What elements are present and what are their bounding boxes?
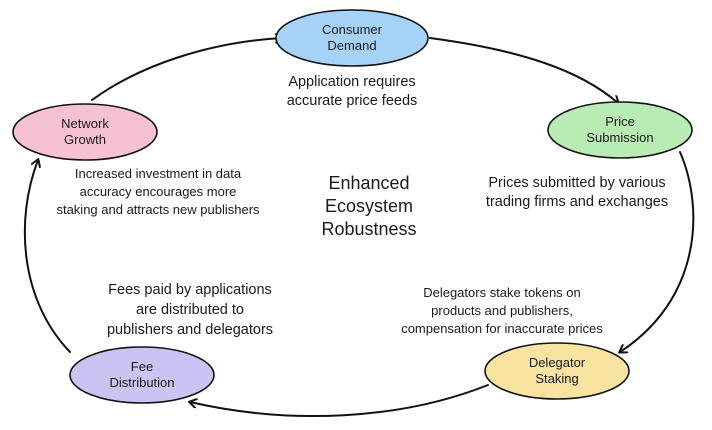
fee-distribution-desc-line1: Fees paid by applications: [108, 282, 272, 298]
arrow-consumer-to-price: [429, 37, 618, 103]
price-submission-node: Price Submission: [547, 101, 693, 159]
price-submission-description: Prices submitted by various trading firm…: [486, 175, 668, 210]
fee-distribution-desc-line2: are distributed to: [136, 302, 244, 318]
network-growth-ellipse: [12, 103, 158, 161]
fee-distribution-description: Fees paid by applications are distribute…: [107, 282, 273, 338]
consumer-demand-label-line2: Demand: [327, 38, 376, 53]
delegator-staking-node: Delegator Staking: [484, 342, 630, 400]
network-growth-node: Network Growth: [12, 103, 158, 161]
delegator-staking-desc-line2: products and publishers,: [431, 303, 573, 318]
price-submission-label-line1: Price: [605, 114, 635, 129]
network-growth-desc-line3: staking and attracts new publishers: [56, 202, 260, 217]
price-submission-desc-line1: Prices submitted by various: [488, 175, 665, 191]
arrow-delegator-to-fee: [190, 384, 489, 418]
center-title: Enhanced Ecosystem Robustness: [321, 173, 416, 239]
arrow-fee-to-network: [23, 160, 71, 353]
price-submission-label-line2: Submission: [586, 130, 653, 145]
fee-distribution-desc-line3: publishers and delegators: [107, 322, 273, 338]
consumer-demand-desc-line1: Application requires: [288, 74, 415, 90]
network-growth-label-line2: Growth: [64, 132, 106, 147]
consumer-demand-node: Consumer Demand: [275, 9, 429, 67]
fee-distribution-node: Fee Distribution: [69, 346, 215, 404]
consumer-demand-label-line1: Consumer: [322, 22, 383, 37]
network-growth-desc-line2: accuracy encourages more: [80, 184, 237, 199]
delegator-staking-description: Delegators stake tokens on products and …: [401, 285, 603, 336]
center-title-line1: Enhanced: [328, 173, 409, 193]
network-growth-label-line1: Network: [61, 116, 109, 131]
fee-distribution-ellipse: [69, 346, 215, 404]
center-title-line3: Robustness: [321, 219, 416, 239]
arrow-network-to-consumer: [91, 38, 282, 101]
fee-distribution-label-line1: Fee: [131, 359, 153, 374]
price-submission-desc-line2: trading firms and exchanges: [486, 194, 668, 210]
consumer-demand-desc-line2: accurate price feeds: [287, 93, 418, 109]
arrow-price-to-delegator: [620, 151, 695, 352]
center-title-line2: Ecosystem: [325, 196, 413, 216]
delegator-staking-desc-line3: compensation for inaccurate prices: [401, 321, 603, 336]
delegator-staking-label-line1: Delegator: [529, 355, 586, 370]
network-growth-description: Increased investment in data accuracy en…: [56, 166, 260, 217]
fee-distribution-label-line2: Distribution: [109, 375, 174, 390]
delegator-staking-desc-line1: Delegators stake tokens on: [423, 285, 581, 300]
consumer-demand-description: Application requires accurate price feed…: [287, 74, 418, 109]
delegator-staking-label-line2: Staking: [535, 371, 578, 386]
consumer-demand-ellipse: [275, 9, 429, 67]
delegator-staking-ellipse: [484, 342, 630, 400]
network-growth-desc-line1: Increased investment in data: [75, 166, 242, 181]
price-submission-ellipse: [547, 101, 693, 159]
